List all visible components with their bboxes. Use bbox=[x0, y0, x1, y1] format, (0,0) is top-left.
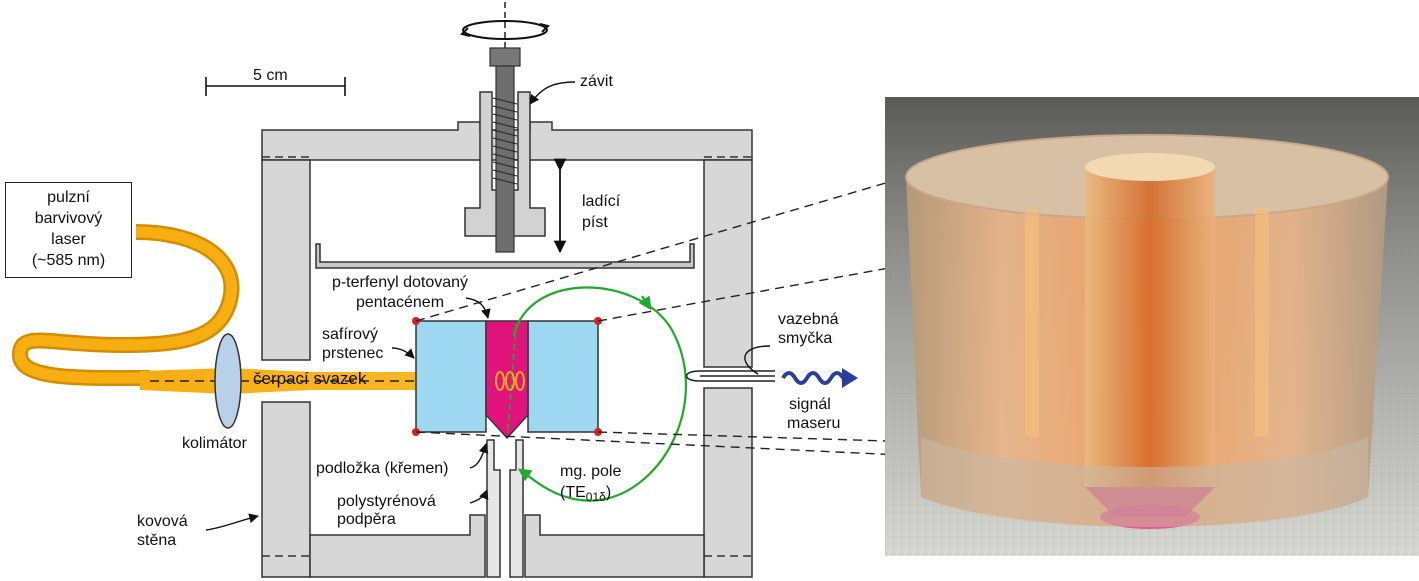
coupling-loop bbox=[685, 370, 775, 382]
mode-label-close: ) bbox=[605, 484, 612, 501]
correspondence-lines bbox=[415, 176, 1389, 457]
tuning-piston-label-2: píst bbox=[582, 214, 608, 231]
signal-arrowhead bbox=[842, 368, 858, 388]
metal-wall-label-2: stěna bbox=[137, 532, 177, 549]
maser-photo bbox=[885, 97, 1419, 556]
scale-bar bbox=[205, 77, 346, 96]
mode-label-base: (TE bbox=[560, 484, 586, 501]
magnetic-field-line bbox=[512, 286, 688, 502]
sapphire-ring-right bbox=[527, 320, 599, 433]
excitation-rings bbox=[495, 371, 525, 391]
maser-signal-label-2: maseru bbox=[787, 415, 841, 432]
crystal-label-1: p-terfenyl dotovaný bbox=[331, 274, 469, 291]
maser-signal-label-1: signál bbox=[789, 396, 831, 413]
mag-field-label: mg. pole bbox=[560, 463, 622, 480]
crystal-label-2: pentacénem bbox=[355, 294, 445, 311]
maser-photo-render bbox=[885, 97, 1419, 556]
tuning-piston-label-1: ladící bbox=[582, 193, 621, 210]
laser-label-line1: pulzní bbox=[47, 189, 90, 206]
collimator-lens bbox=[214, 333, 242, 429]
laser-label-line3: laser bbox=[51, 231, 86, 248]
laser-label-line2: barvivový bbox=[34, 210, 103, 227]
seam-lines bbox=[262, 156, 752, 557]
pump-beam-label: čerpací svazek bbox=[253, 369, 367, 388]
sapphire-label-2: prstenec bbox=[322, 345, 384, 362]
dye-laser-box: pulzní barvivový laser (~585 nm) bbox=[5, 182, 132, 278]
leader-lines bbox=[205, 81, 771, 531]
threaded-rod bbox=[489, 47, 521, 253]
mode-label-sub: 01δ bbox=[585, 490, 606, 505]
sapphire-ring-left bbox=[415, 320, 487, 433]
crystal-axis bbox=[507, 323, 517, 431]
support-label-2: podpěra bbox=[337, 511, 396, 528]
mode-label: (TE01δ) bbox=[560, 483, 611, 507]
substrate-label: podložka (křemen) bbox=[316, 460, 449, 477]
sapphire-label-1: safírový bbox=[322, 326, 379, 343]
maser-signal-wave bbox=[781, 371, 845, 385]
support-label-1: polystyrénová bbox=[337, 493, 436, 510]
coupling-loop-label-2: smyčka bbox=[778, 330, 833, 347]
optical-fiber-core bbox=[14, 226, 237, 384]
thread-label: závit bbox=[580, 73, 613, 90]
metal-housing bbox=[261, 91, 753, 578]
rotation-icon bbox=[460, 2, 550, 50]
metal-wall-label-1: kovová bbox=[137, 513, 188, 530]
scale-label: 5 cm bbox=[253, 67, 288, 84]
coupling-loop-label-1: vazebná bbox=[778, 311, 839, 328]
laser-label-line4: (~585 nm) bbox=[31, 252, 106, 269]
collimator-label: kolimátor bbox=[182, 435, 247, 452]
